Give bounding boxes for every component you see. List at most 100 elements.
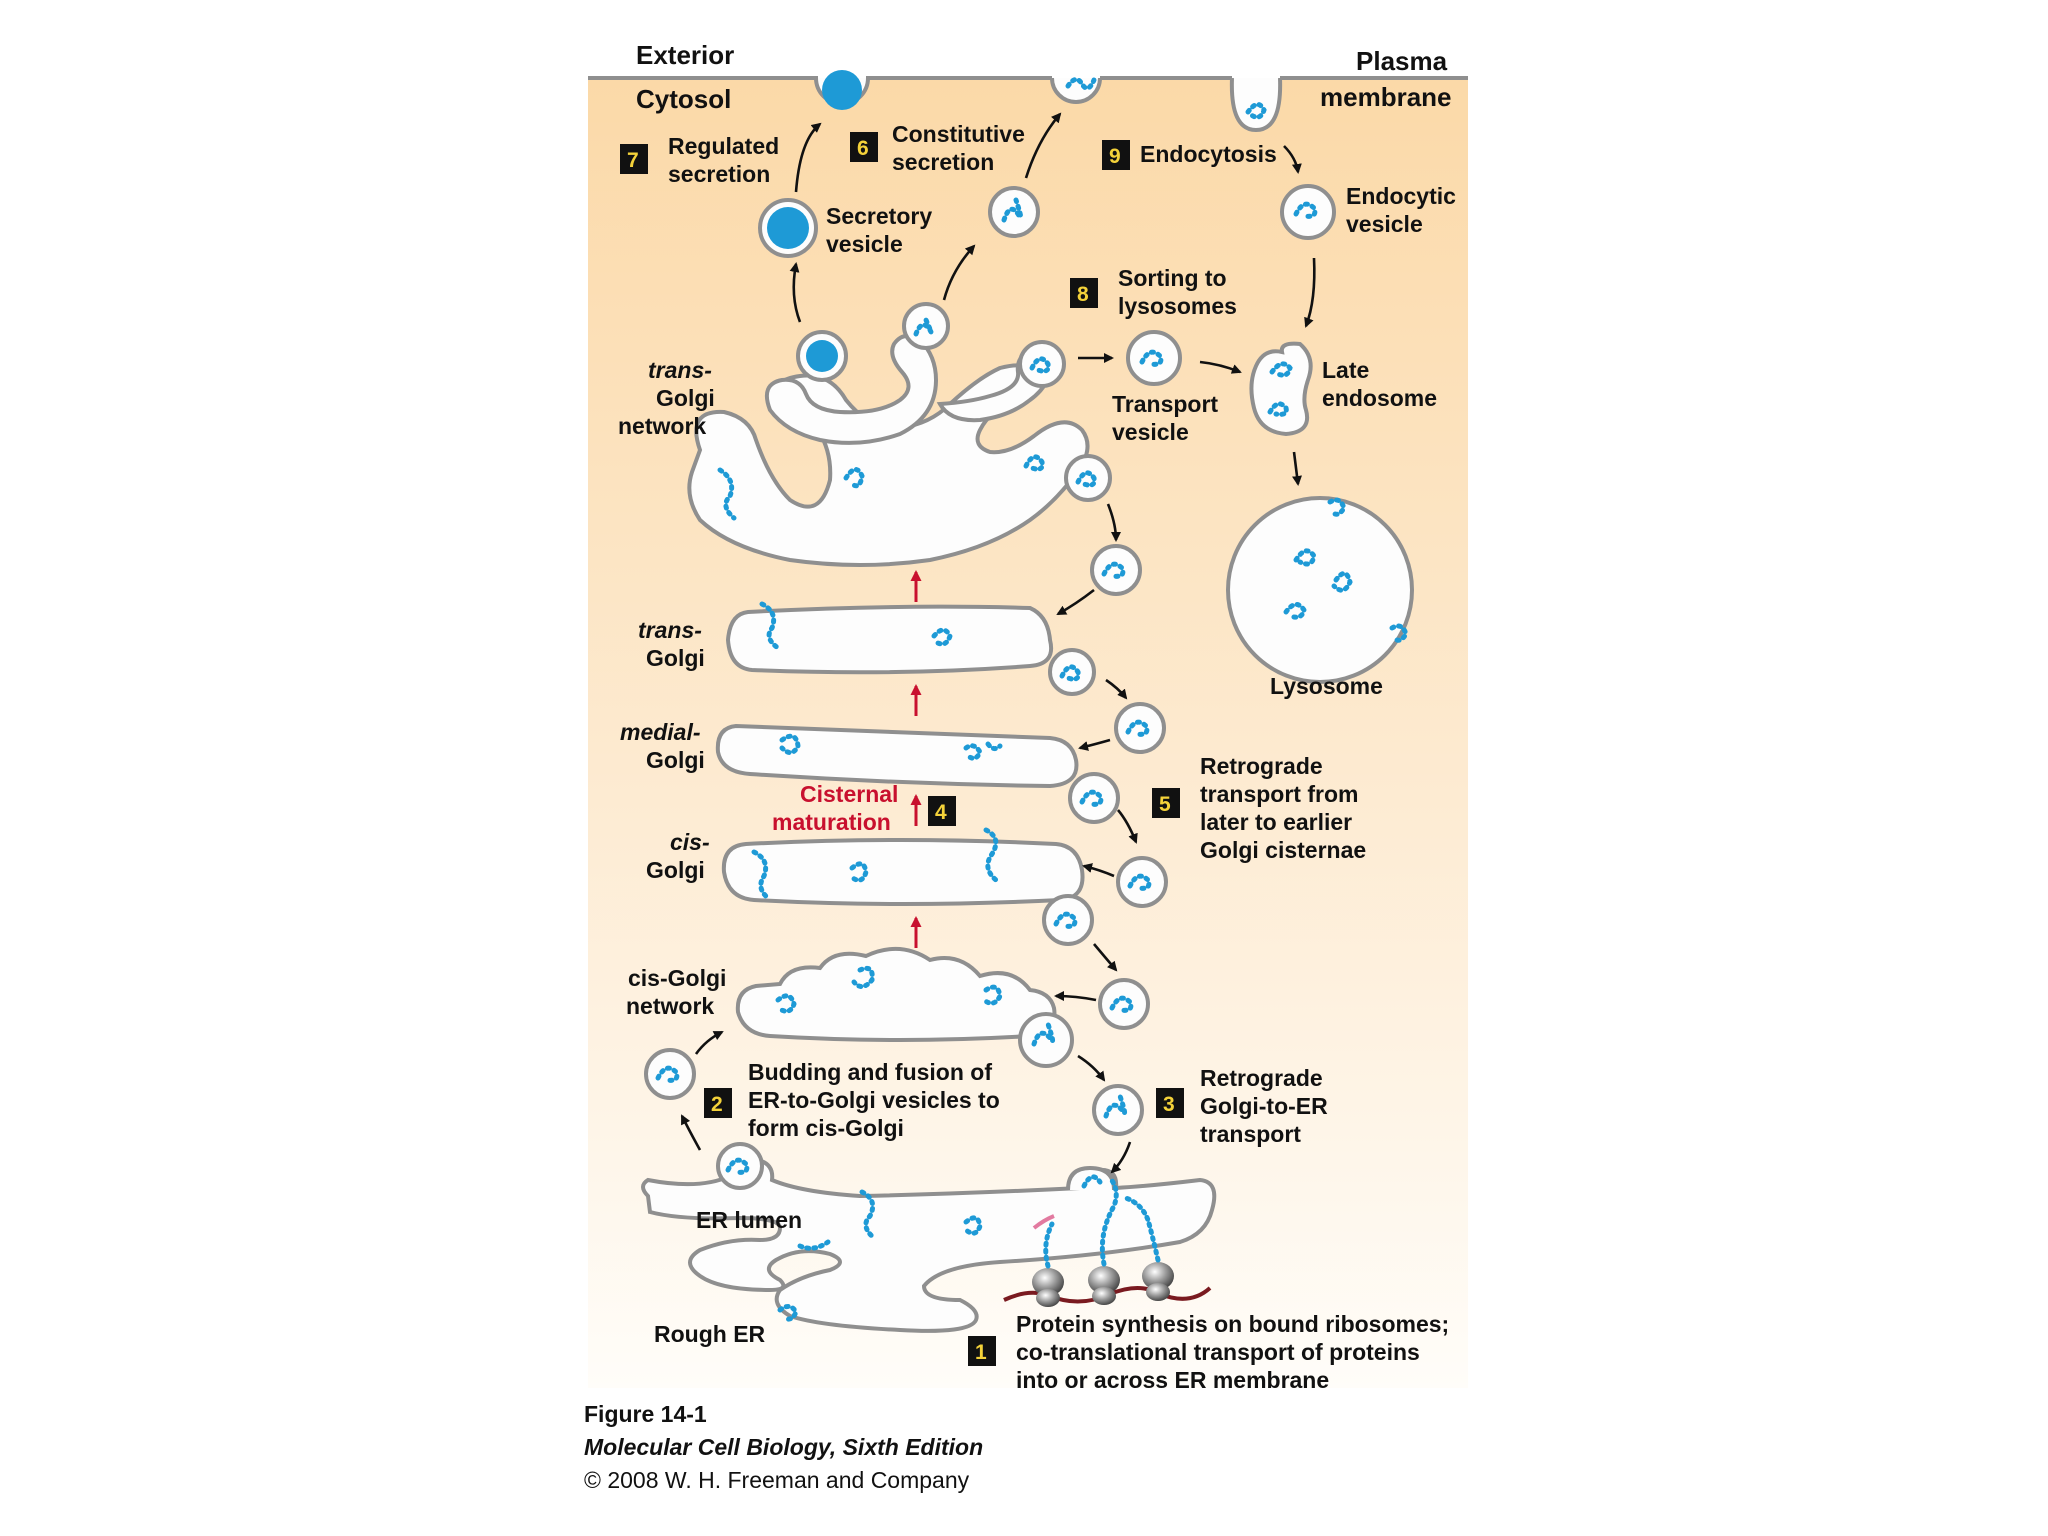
- protein-chain: [777, 1304, 799, 1322]
- ribosome: [1032, 1268, 1064, 1307]
- protein-chain: [717, 467, 737, 521]
- protein-chain: [1065, 77, 1097, 91]
- endocytic-vesicle-label-2: vesicle: [1346, 211, 1423, 237]
- figure-number: Figure 14-1: [584, 1401, 707, 1427]
- medial-golgi-budding-vesicle: [1068, 772, 1120, 824]
- arrow-retro-into-cgn: [1054, 991, 1097, 1002]
- arrow-endocytosis: [1283, 145, 1302, 174]
- medial-golgi-label-1: medial-: [620, 719, 701, 745]
- synthesis-label-3: into or across ER membrane: [1016, 1367, 1329, 1393]
- budding-label-1: Budding and fusion of: [748, 1059, 992, 1085]
- retro-vesicle-cis-cgn: [1098, 978, 1150, 1030]
- protein-chain: [1127, 873, 1152, 891]
- svg-text:8: 8: [1077, 283, 1089, 306]
- arrow-vesicle-to-cgn: [694, 1030, 724, 1055]
- transport-vesicle-label-1: Transport: [1112, 391, 1218, 417]
- arrow-regulated-secretion: [794, 122, 822, 193]
- step-badge-2: 2: [704, 1088, 732, 1118]
- protein-chain: [1283, 602, 1307, 620]
- protein-chain: [931, 627, 953, 647]
- protein-chain: [1389, 623, 1409, 643]
- endocytic-vesicle: [1280, 184, 1336, 240]
- retrograde-5-label-2: transport from: [1200, 781, 1358, 807]
- sorting-label-2: lysosomes: [1118, 293, 1237, 319]
- protein-chain: [1103, 1093, 1128, 1119]
- arrow-tgn-retro-down: [1106, 503, 1121, 542]
- step-badge-3: 3: [1156, 1088, 1184, 1118]
- synthesis-label-2: co-translational transport of proteins: [1016, 1339, 1420, 1365]
- budding-label-2: ER-to-Golgi vesicles to: [748, 1087, 1000, 1113]
- exterior-label: Exterior: [636, 40, 734, 70]
- arrow-retro-into-er: [1110, 1141, 1132, 1174]
- late-endosome-label-1: Late: [1322, 357, 1369, 383]
- step-badge-1: 1: [968, 1336, 996, 1366]
- arrow-transport-to-late: [1199, 360, 1242, 374]
- step-badge-5: 5: [1152, 788, 1180, 818]
- plasma-membrane-label-1: Plasma: [1356, 46, 1448, 76]
- trans-golgi-label-2: Golgi: [646, 645, 705, 671]
- tgn-label-1: trans-: [648, 357, 712, 383]
- retrograde-3-label-3: transport: [1200, 1121, 1301, 1147]
- rough-er-label: Rough ER: [654, 1321, 766, 1347]
- synthesis-label-1: Protein synthesis on bound ribosomes;: [1016, 1311, 1449, 1337]
- protein-chain: [913, 317, 934, 337]
- tgn-retro-vesicle: [1064, 454, 1112, 502]
- svg-text:6: 6: [857, 137, 869, 160]
- cis-golgi-budding-vesicle: [1042, 894, 1094, 946]
- trans-golgi-label-1: trans-: [638, 617, 702, 643]
- arrow-tgn-to-constitutive: [942, 244, 976, 301]
- late-endosome-label-2: endosome: [1322, 385, 1437, 411]
- trans-golgi-budding-vesicle: [1048, 648, 1096, 696]
- medial-golgi-label-2: Golgi: [646, 747, 705, 773]
- arrow-constitutive-secretion: [1024, 112, 1062, 179]
- retro-vesicle-medial-cis: [1116, 856, 1168, 908]
- cis-golgi-label-1: cis-: [670, 829, 710, 855]
- protein-chain: [843, 467, 865, 489]
- granule-content: [806, 340, 838, 372]
- protein-chain: [1023, 454, 1045, 472]
- svg-text:5: 5: [1159, 793, 1171, 816]
- budding-label-3: form cis-Golgi: [748, 1115, 904, 1141]
- protein-chain: [725, 1157, 750, 1175]
- cis-golgi-cisterna: [721, 838, 1085, 906]
- retrograde-5-label-3: later to earlier: [1200, 809, 1352, 835]
- protein-chain: [981, 984, 1003, 1006]
- tgn-label-2: Golgi: [656, 385, 715, 411]
- endocytic-vesicle-label-1: Endocytic: [1346, 183, 1456, 209]
- cgn-budding-retro-vesicle: [1018, 1012, 1074, 1068]
- protein-chain: [1327, 497, 1347, 517]
- transport-vesicle: [1126, 330, 1182, 386]
- protein-chain: [751, 849, 771, 901]
- cis-golgi-label-2: Golgi: [646, 857, 705, 883]
- book-title: Molecular Cell Biology, Sixth Edition: [584, 1434, 984, 1460]
- constitutive-fusion-vesicle: [1050, 77, 1102, 104]
- arrow-retro-into-medial: [1078, 738, 1111, 751]
- protein-chain: [1267, 401, 1289, 417]
- late-endosome: [1249, 341, 1313, 437]
- retro-vesicle-trans-medial: [1114, 702, 1166, 754]
- secretory-vesicle-label-1: Secretory: [826, 203, 932, 229]
- protein-chain: [1059, 664, 1081, 682]
- protein-chain: [1081, 1174, 1103, 1189]
- protein-chain: [775, 993, 797, 1014]
- cgn-label-2: network: [626, 993, 714, 1019]
- protein-chain: [797, 1239, 831, 1251]
- regulated-secretion-label-2: secretion: [668, 161, 770, 187]
- transport-vesicle-label-2: vesicle: [1112, 419, 1189, 445]
- arrow-cgn-retro-down: [1077, 1054, 1106, 1082]
- endocytosis-label: Endocytosis: [1140, 141, 1277, 167]
- figure-caption: Figure 14-1 Molecular Cell Biology, Sixt…: [584, 1398, 983, 1497]
- protein-chain: [759, 601, 781, 651]
- secretory-granule-content: [822, 70, 862, 110]
- svg-text:7: 7: [627, 149, 639, 172]
- cisternal-maturation-label-2: maturation: [772, 809, 891, 835]
- protein-chain: [963, 741, 1003, 761]
- protein-chain: [1031, 1021, 1056, 1047]
- protein-chain: [1029, 356, 1051, 374]
- nascent-chain: [1099, 1175, 1119, 1267]
- protein-chain: [1293, 201, 1318, 219]
- nascent-chain-pink: [1032, 1214, 1055, 1230]
- lysosome-label: Lysosome: [1270, 673, 1383, 699]
- er-lumen-label: ER lumen: [696, 1207, 802, 1233]
